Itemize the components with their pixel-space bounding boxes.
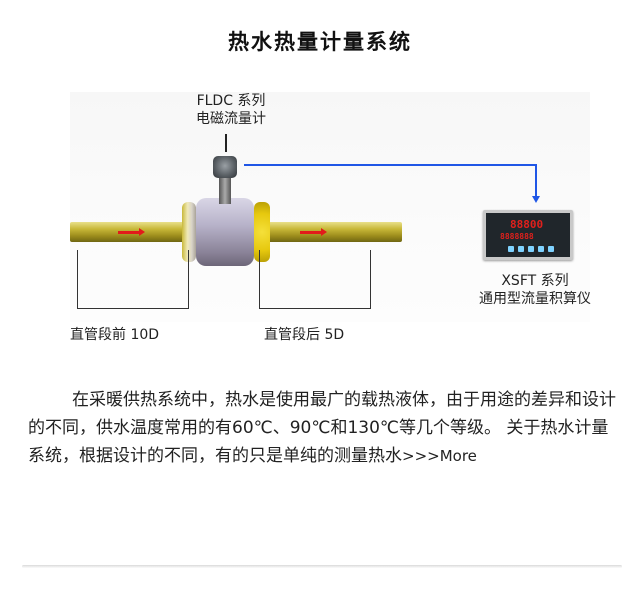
description-text: 在采暖供热系统中，热水是使用最广的载热液体，由于用途的差异和设计的不同，供水温度… <box>28 390 616 466</box>
downstream-label: 直管段后 5D <box>264 327 345 343</box>
upstream-label: 直管段前 10D <box>70 327 160 343</box>
flowmeter-body <box>196 198 254 266</box>
flow-arrow-icon <box>300 228 327 236</box>
signal-wire-arrow-icon <box>532 196 540 203</box>
upstream-bracket <box>77 250 189 309</box>
meter-display-row2: 8888888 <box>500 232 534 241</box>
flowmeter-name: 电磁流量计 <box>196 111 266 127</box>
flowmeter-neck <box>219 178 231 204</box>
meter-display-row1: 88800 <box>510 218 544 231</box>
page-title: 热水热量计量系统 <box>228 29 412 54</box>
flowmeter-series: FLDC 系列 <box>196 93 266 109</box>
meter-button <box>518 246 524 252</box>
flowmeter-leader-line <box>225 134 227 152</box>
downstream-pipe <box>262 222 402 242</box>
flowmeter-transmitter-icon <box>213 156 237 178</box>
meter-button <box>528 246 534 252</box>
right-flange <box>254 202 270 262</box>
description-paragraph: 在采暖供热系统中，热水是使用最广的载热液体，由于用途的差异和设计的不同，供水温度… <box>28 386 618 470</box>
flow-integrator-device: 88800 8888888 <box>483 210 573 260</box>
more-link[interactable]: >>>More <box>402 447 477 465</box>
flow-arrow-icon <box>118 228 145 236</box>
meter-button <box>538 246 544 252</box>
integrator-label: XSFT 系列 通用型流量积算仪 <box>460 272 610 308</box>
diagram-background <box>70 92 590 322</box>
signal-wire-vertical <box>535 164 537 198</box>
integrator-series: XSFT 系列 <box>501 273 569 289</box>
flowmeter-label: FLDC 系列 电磁流量计 <box>176 92 286 128</box>
integrator-name: 通用型流量积算仪 <box>479 291 591 307</box>
meter-button <box>508 246 514 252</box>
left-flange <box>182 202 196 262</box>
system-diagram: FLDC 系列 电磁流量计 直管段前 10D 直管段后 5D 88800 888… <box>0 80 640 380</box>
downstream-bracket <box>259 250 371 309</box>
meter-button <box>548 246 554 252</box>
bottom-divider <box>22 565 622 568</box>
signal-wire-horizontal <box>244 164 536 166</box>
